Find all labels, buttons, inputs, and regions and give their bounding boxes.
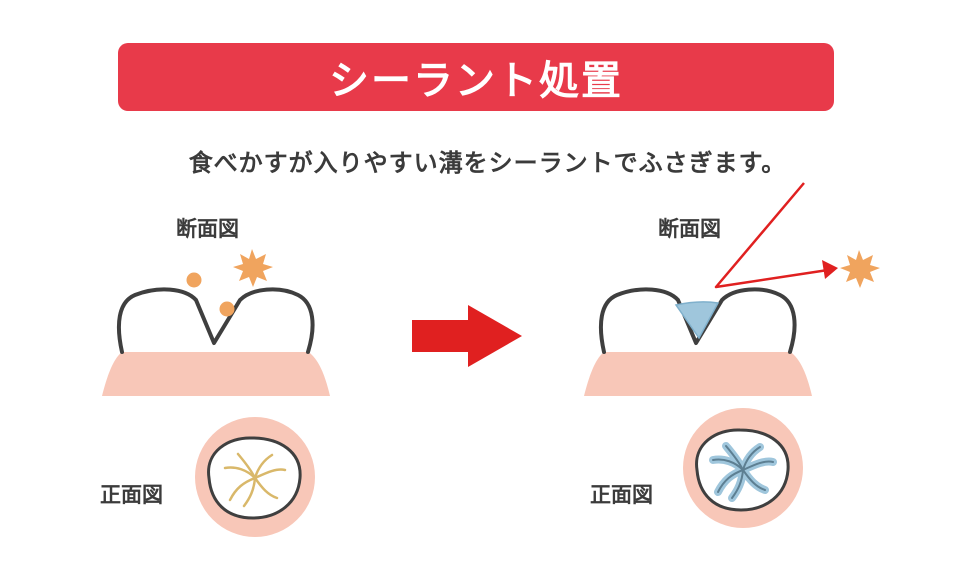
food-debris-dot — [219, 301, 235, 317]
before-gum — [102, 344, 330, 396]
before-front-view-label: 正面図 — [100, 483, 163, 507]
after-gum — [584, 344, 812, 396]
pointer-arrowhead — [822, 260, 838, 279]
after-sealed-groove-pattern — [709, 442, 777, 502]
sealant-fill — [674, 301, 720, 340]
before-groove-pattern — [223, 452, 287, 508]
before-tooth-cross-section — [102, 249, 330, 396]
after-tooth-cross-section — [584, 182, 880, 396]
after-front-view-label: 正面図 — [590, 483, 653, 507]
subtitle-text: 食べかすが入りやすい溝をシーラントでふさぎます。 — [188, 149, 787, 177]
after-tooth-front-view — [683, 408, 803, 528]
after-bacteria-burst-icon — [840, 250, 880, 288]
before-cross-section-label: 断面図 — [176, 217, 239, 241]
after-cross-section-label: 断面図 — [658, 217, 721, 241]
before-tooth — [116, 287, 315, 354]
right-arrow-icon — [412, 305, 522, 367]
pointer-line — [714, 182, 829, 289]
page-title: シーラント処置 — [329, 58, 623, 104]
after-tooth — [598, 287, 797, 354]
title-banner: シーラント処置 — [118, 43, 834, 111]
food-debris-dot — [186, 272, 202, 288]
bacteria-burst-icon — [233, 249, 273, 287]
before-tooth-front-view — [195, 417, 315, 537]
